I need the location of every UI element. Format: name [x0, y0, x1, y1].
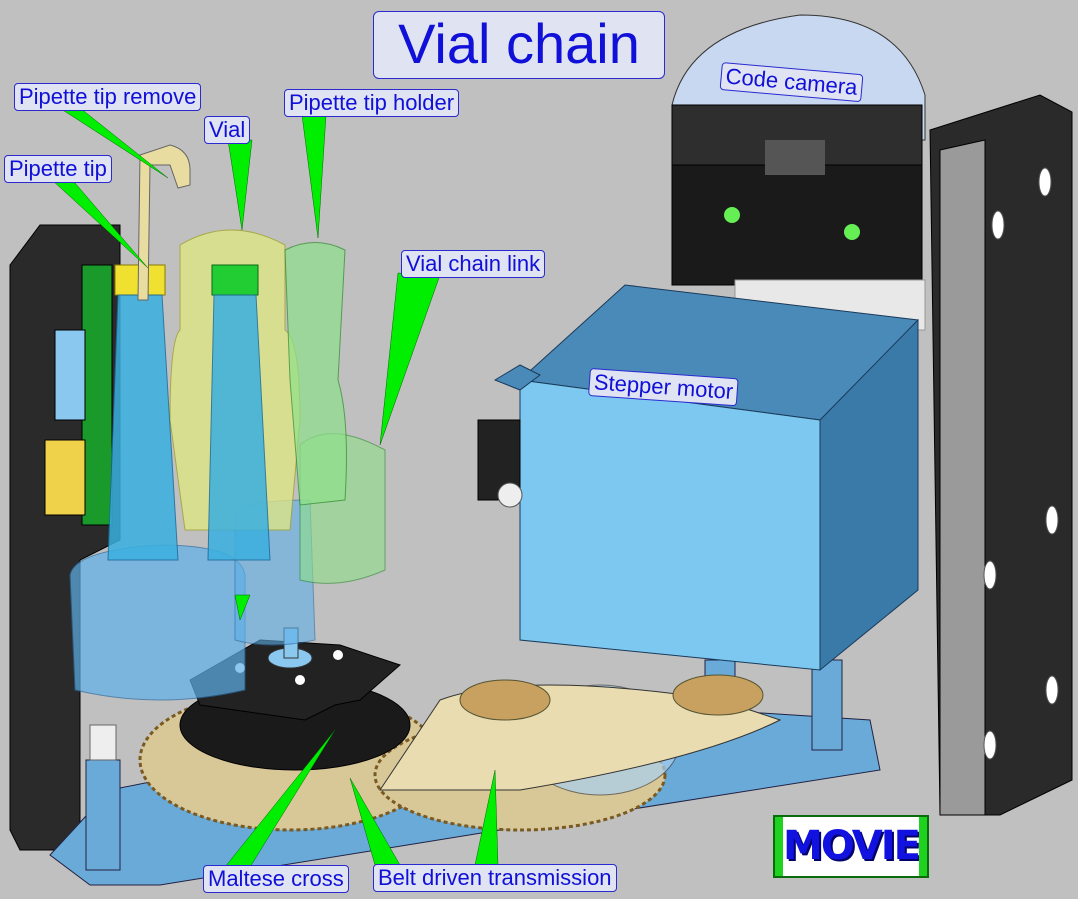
left-frame: [9, 224, 121, 851]
label-pipette-tip: Pipette tip: [4, 155, 112, 183]
leader-lines: [51, 104, 499, 868]
pipette-tips: [107, 264, 271, 561]
right-frame: [929, 94, 1073, 816]
pipette-tip-holder-part: [284, 242, 347, 506]
label-belt-driven-transmission: Belt driven transmission: [373, 864, 617, 892]
label-pipette-tip-holder: Pipette tip holder: [284, 89, 460, 117]
label-vial-chain-link: Vial chain link: [401, 250, 546, 278]
diagram-title: Vial chain: [373, 11, 665, 79]
label-vial: Vial: [204, 116, 251, 144]
stepper-motor-part: [477, 284, 919, 672]
movie-button[interactable]: MOVIE: [773, 815, 929, 878]
label-maltese-cross: Maltese cross: [203, 865, 349, 893]
maltese-cross-part: [179, 627, 411, 771]
code-camera-body: [671, 14, 926, 331]
label-pipette-tip-remove: Pipette tip remove: [14, 83, 202, 111]
